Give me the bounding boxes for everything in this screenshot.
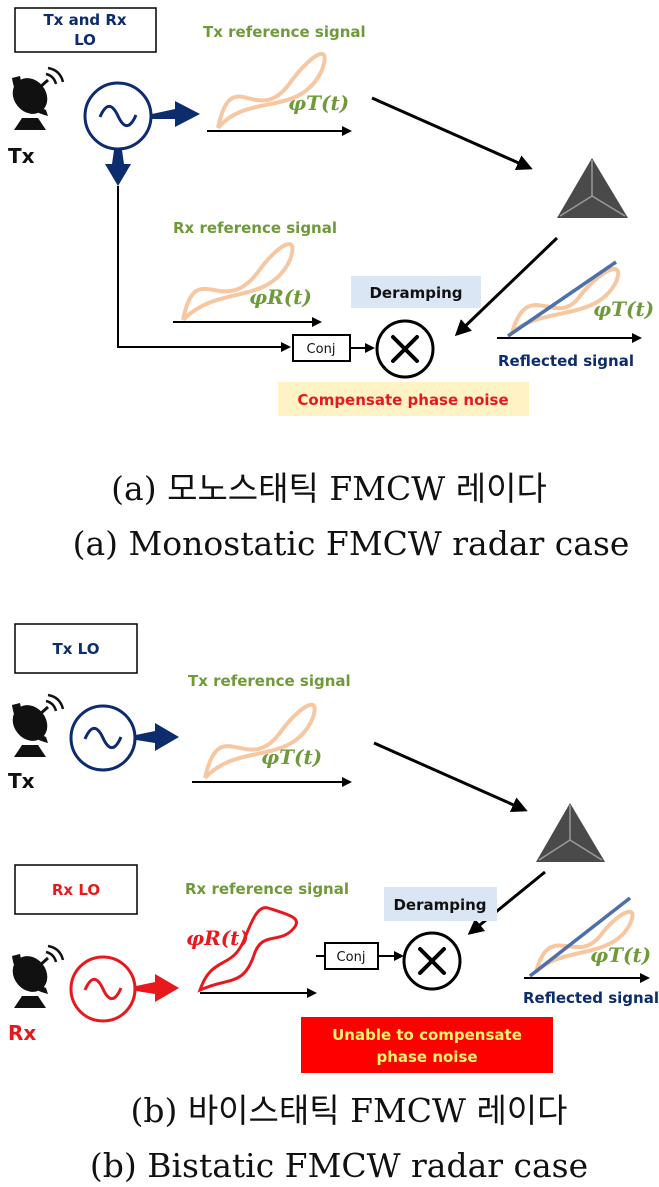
rx-ref-curve (181, 242, 295, 322)
reflected-curve (534, 910, 635, 974)
target-to-mixer-arrow (467, 870, 546, 935)
sine-wave-icon (83, 977, 123, 1001)
reflected-curve (510, 267, 621, 335)
oscillator-arrow-down (105, 150, 131, 186)
unable-note-line2: phase noise (376, 1048, 477, 1066)
reflected-line (507, 260, 617, 338)
satellite-dish-icon (12, 66, 65, 130)
tx-ref-curve (203, 702, 317, 780)
reflected-phase: φT(t) (593, 297, 654, 321)
oscillator-arrow-right (152, 101, 200, 127)
caption-a-ko: (a) 모노스태틱 FMCW 레이다 (111, 469, 547, 508)
rx-ref-title: Rx reference signal (185, 880, 349, 898)
satellite-dish-icon (12, 693, 65, 757)
deramping-box (384, 887, 497, 921)
lo-label-box (14, 7, 157, 53)
satellite-dish-icon (12, 944, 65, 1008)
caption-a-en: (a) Monostatic FMCW radar case (73, 524, 630, 563)
rx-ref-title: Rx reference signal (173, 219, 337, 237)
rx-ref-phase: φR(t) (249, 285, 312, 309)
reflected-label: Reflected signal (498, 352, 634, 370)
multiply-icon (391, 335, 419, 363)
deramping-box (351, 276, 481, 308)
deramping-label: Deramping (393, 896, 486, 914)
reflected-label: Reflected signal (523, 989, 659, 1007)
conj-label: Conj (337, 950, 366, 965)
tx-ref-phase: φT(t) (261, 745, 322, 769)
tx-to-target-arrow (373, 741, 528, 813)
rx-lo-box (14, 864, 138, 915)
tx-label: Tx (8, 144, 35, 168)
lo-label-line2: LO (74, 31, 96, 49)
rx-lo-label: Rx LO (52, 881, 100, 899)
sine-wave-icon (83, 726, 123, 750)
compensate-note-box (278, 382, 529, 416)
tx-ref-title: Tx reference signal (188, 672, 351, 690)
rx-oscillator-arrow (136, 974, 179, 1002)
tx-ref-curve (216, 51, 327, 130)
lo-feed-line (117, 186, 291, 352)
sine-wave-icon (98, 104, 138, 128)
tx-ref-title: Tx reference signal (203, 23, 366, 41)
tx-lo-label: Tx LO (53, 640, 100, 658)
compensate-note: Compensate phase noise (297, 391, 508, 409)
lo-label-line1: Tx and Rx (43, 11, 126, 29)
rx-ref-phase: φR(t) (186, 926, 249, 950)
tx-lo-box (14, 623, 138, 674)
rx-ref-curve (197, 906, 298, 993)
unable-note-box (301, 1017, 553, 1073)
tx-ref-phase: φT(t) (288, 91, 349, 115)
reflected-line (528, 896, 632, 978)
panel-a: Tx and Rx LO Tx Tx reference signal φT(t… (8, 7, 654, 563)
multiply-icon (418, 947, 446, 975)
tx-oscillator-arrow (136, 723, 179, 751)
caption-b-ko: (b) 바이스태틱 FMCW 레이다 (130, 1091, 567, 1130)
panel-b: Tx LO Tx Tx reference signal φT(t) (8, 623, 659, 1185)
caption-b-en: (b) Bistatic FMCW radar case (90, 1146, 588, 1185)
target-reflector-icon (557, 158, 628, 218)
target-to-mixer-arrow (454, 236, 559, 337)
conj-label: Conj (307, 342, 336, 357)
tx-to-target-arrow (371, 96, 533, 171)
conj-box (292, 334, 351, 362)
rx-label: Rx (8, 1021, 36, 1045)
conj-box (324, 942, 379, 970)
deramping-label: Deramping (369, 284, 462, 302)
target-reflector-icon (536, 803, 605, 862)
unable-note-line1: Unable to compensate (332, 1026, 522, 1044)
reflected-phase: φT(t) (590, 943, 651, 967)
tx-label: Tx (8, 769, 35, 793)
